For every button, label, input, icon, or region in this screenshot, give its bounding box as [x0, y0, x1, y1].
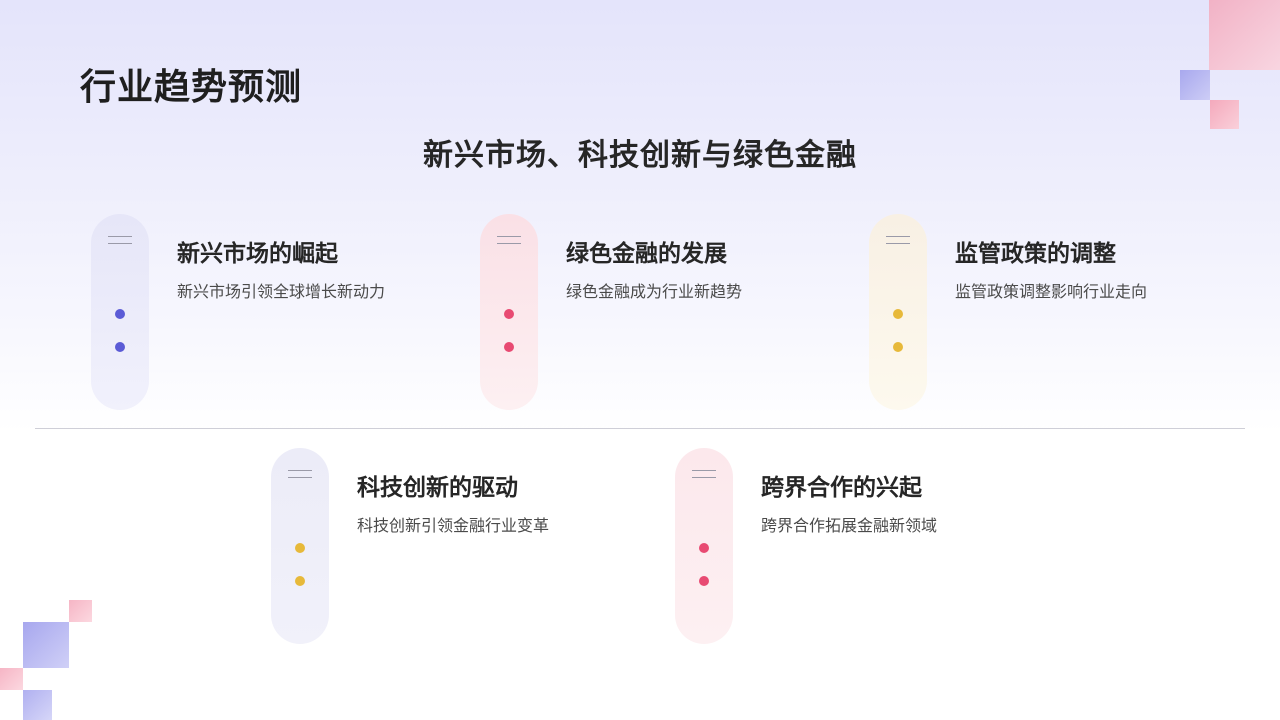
page-title: 行业趋势预测 — [80, 67, 303, 108]
menu-lines-icon — [288, 470, 312, 484]
card-pill-decor — [91, 214, 149, 410]
dot-icon — [504, 342, 514, 352]
card-description: 科技创新引领金融行业变革 — [357, 516, 550, 535]
card-description: 跨界合作拓展金融新领域 — [761, 516, 938, 535]
dot-icon — [699, 543, 709, 553]
dot-icon — [295, 576, 305, 586]
decor-square-bottom-left-lavender — [23, 690, 52, 720]
menu-lines-icon — [108, 236, 132, 250]
card-title: 绿色金融的发展 — [566, 241, 727, 267]
decor-square-top-right-lavender — [1180, 70, 1210, 100]
decor-square-bottom-left-lavender-large — [23, 622, 69, 668]
card-pill-decor — [271, 448, 329, 644]
menu-lines-icon — [692, 470, 716, 484]
dot-icon — [295, 543, 305, 553]
decor-square-bottom-left-pink — [0, 668, 23, 690]
section-divider — [35, 428, 1245, 429]
menu-lines-icon — [886, 236, 910, 250]
card-title: 科技创新的驱动 — [357, 475, 518, 501]
card-description: 绿色金融成为行业新趋势 — [566, 282, 743, 301]
card-title: 监管政策的调整 — [955, 241, 1116, 267]
decor-square-top-right-pink — [1210, 100, 1239, 129]
dot-icon — [893, 309, 903, 319]
dot-icon — [893, 342, 903, 352]
decor-square-top-right-large — [1209, 0, 1280, 70]
dot-icon — [504, 309, 514, 319]
card-description: 监管政策调整影响行业走向 — [955, 282, 1148, 301]
card-description: 新兴市场引领全球增长新动力 — [177, 282, 386, 301]
trend-card-regulatory-policy: 监管政策的调整 监管政策调整影响行业走向 — [869, 214, 1229, 414]
trend-card-tech-innovation: 科技创新的驱动 科技创新引领金融行业变革 — [271, 448, 631, 648]
menu-lines-icon — [497, 236, 521, 250]
page-subtitle: 新兴市场、科技创新与绿色金融 — [423, 138, 857, 173]
card-title: 新兴市场的崛起 — [177, 241, 338, 267]
card-pill-decor — [869, 214, 927, 410]
card-title: 跨界合作的兴起 — [761, 475, 922, 501]
dot-icon — [115, 309, 125, 319]
trend-card-green-finance: 绿色金融的发展 绿色金融成为行业新趋势 — [480, 214, 840, 414]
trend-card-cross-industry: 跨界合作的兴起 跨界合作拓展金融新领域 — [675, 448, 1035, 648]
dot-icon — [699, 576, 709, 586]
decor-square-bottom-left-pink-small — [69, 600, 92, 622]
trend-card-emerging-markets: 新兴市场的崛起 新兴市场引领全球增长新动力 — [91, 214, 451, 414]
card-pill-decor — [480, 214, 538, 410]
dot-icon — [115, 342, 125, 352]
card-pill-decor — [675, 448, 733, 644]
